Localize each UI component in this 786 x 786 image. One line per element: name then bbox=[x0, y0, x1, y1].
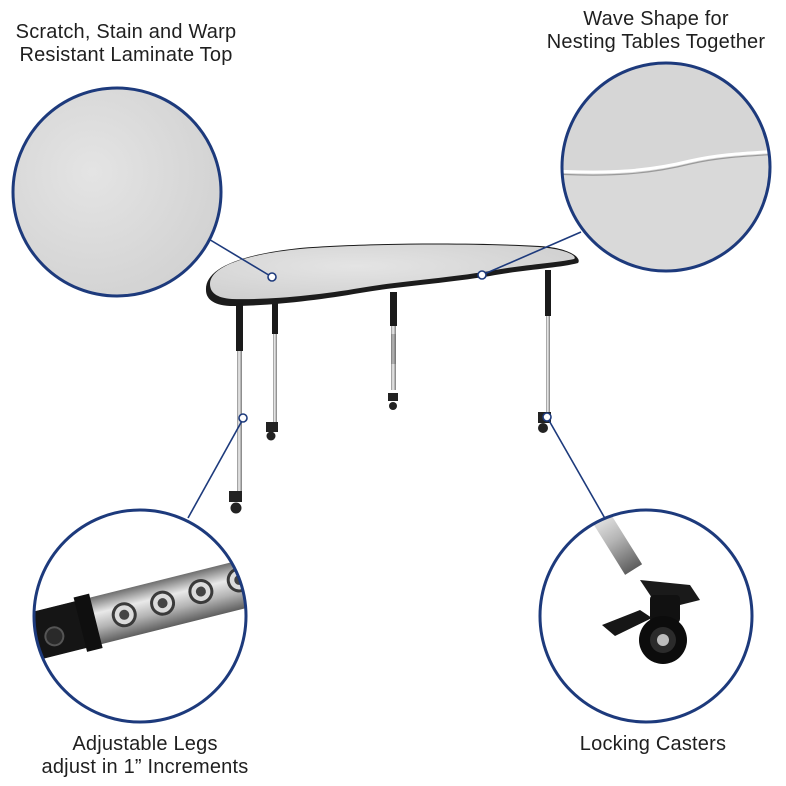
callout-connectors bbox=[187, 231, 608, 523]
wave-shape-caption-line1: Wave Shape for bbox=[583, 8, 729, 30]
laminate-top-caption-line2: Resistant Laminate Top bbox=[19, 44, 233, 66]
table-leg-left-front bbox=[229, 303, 243, 514]
tabletop bbox=[205, 243, 579, 306]
locking-caster-closeup bbox=[538, 508, 754, 724]
table bbox=[205, 243, 579, 514]
laminate-top-caption: Scratch, Stain and Warp Resistant Lamina… bbox=[0, 21, 252, 67]
wave-edge-closeup bbox=[560, 61, 772, 273]
adjustable-leg-closeup bbox=[32, 508, 248, 724]
adjustable-legs-caption: Adjustable Legs adjust in 1” Increments bbox=[20, 733, 270, 779]
wave-shape-caption: Wave Shape for Nesting Tables Together bbox=[528, 8, 784, 54]
locking-casters-caption-line1: Locking Casters bbox=[579, 733, 727, 755]
table-leg-back bbox=[388, 292, 398, 410]
adjustable-legs-caption-line2: adjust in 1” Increments bbox=[41, 756, 249, 778]
locking-casters-caption: Locking Casters bbox=[548, 733, 758, 756]
laminate-closeup bbox=[11, 86, 223, 298]
laminate-top-caption-line1: Scratch, Stain and Warp bbox=[15, 21, 237, 43]
wave-shape-caption-line2: Nesting Tables Together bbox=[546, 31, 766, 53]
adjustable-legs-caption-line1: Adjustable Legs bbox=[72, 733, 218, 755]
table-leg-right bbox=[538, 270, 551, 433]
table-leg-left-rear bbox=[266, 298, 278, 441]
callout-dots bbox=[238, 270, 552, 423]
